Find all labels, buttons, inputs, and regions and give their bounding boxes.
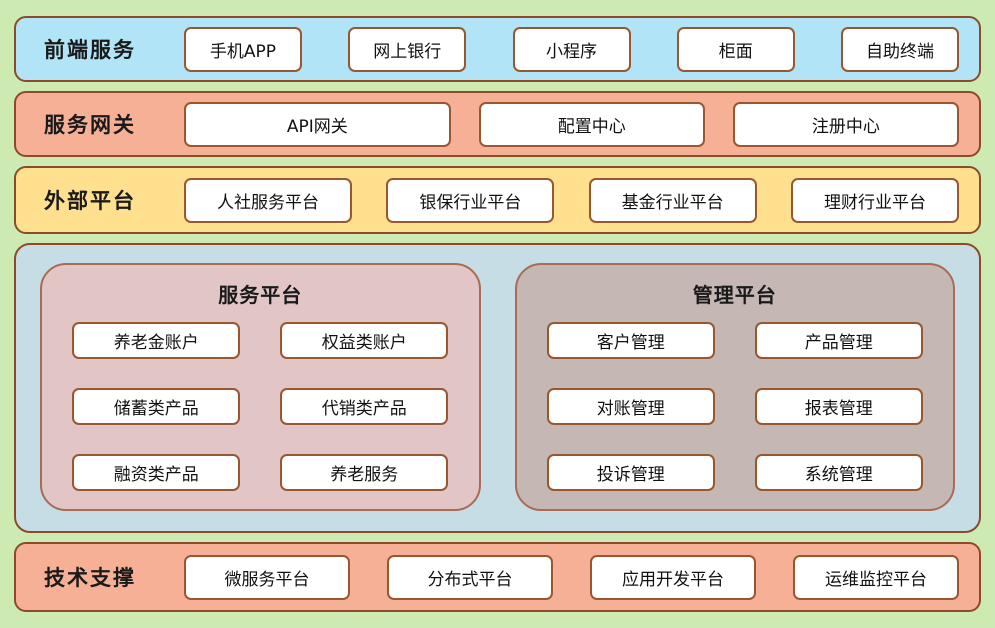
- group-service-platform-items: 养老金账户 权益类账户 储蓄类产品 代销类产品 融资类产品 养老服务: [62, 322, 459, 491]
- node-customer-management: 客户管理: [546, 322, 715, 359]
- layer-frontend-label: 前端服务: [44, 38, 136, 62]
- node-pension-services: 养老服务: [280, 454, 449, 491]
- node-registry-center: 注册中心: [732, 101, 959, 147]
- node-bancassurance-platform: 银保行业平台: [386, 177, 555, 223]
- layer-tech-items: 微服务平台 分布式平台 应用开发平台 运维监控平台: [184, 554, 959, 600]
- layer-external-items: 人社服务平台 银保行业平台 基金行业平台 理财行业平台: [184, 177, 959, 223]
- node-pension-account: 养老金账户: [72, 322, 241, 359]
- layer-frontend-items: 手机APP 网上银行 小程序 柜面 自助终端: [184, 26, 959, 72]
- layer-gateway-label: 服务网关: [44, 113, 136, 137]
- node-mini-program: 小程序: [512, 26, 631, 72]
- node-equity-account: 权益类账户: [280, 322, 449, 359]
- node-online-banking: 网上银行: [348, 26, 467, 72]
- node-product-management: 产品管理: [754, 322, 923, 359]
- node-ops-monitoring-platform: 运维监控平台: [793, 554, 959, 600]
- group-service-platform: 服务平台 养老金账户 权益类账户 储蓄类产品 代销类产品 融资类产品 养老服务: [40, 263, 481, 511]
- node-report-management: 报表管理: [754, 388, 923, 425]
- layer-frontend-services: 前端服务 手机APP 网上银行 小程序 柜面 自助终端: [14, 16, 981, 82]
- layer-service-gateway: 服务网关 API网关 配置中心 注册中心: [14, 91, 981, 157]
- node-consignment-products: 代销类产品: [280, 388, 449, 425]
- layer-core-platforms: 服务平台 养老金账户 权益类账户 储蓄类产品 代销类产品 融资类产品 养老服务 …: [14, 243, 981, 533]
- node-wealth-industry-platform: 理财行业平台: [790, 177, 959, 223]
- node-self-service-terminal: 自助终端: [841, 26, 959, 72]
- node-app-dev-platform: 应用开发平台: [590, 554, 756, 600]
- node-distributed-platform: 分布式平台: [387, 554, 553, 600]
- layer-gateway-items: API网关 配置中心 注册中心: [184, 101, 959, 147]
- node-savings-products: 储蓄类产品: [72, 388, 241, 425]
- group-management-platform-items: 客户管理 产品管理 对账管理 报表管理 投诉管理 系统管理: [537, 322, 934, 491]
- node-microservice-platform: 微服务平台: [184, 554, 350, 600]
- node-counter: 柜面: [676, 26, 795, 72]
- layer-external-label: 外部平台: [44, 189, 136, 213]
- group-service-platform-title: 服务平台: [218, 283, 303, 307]
- node-mobile-app: 手机APP: [184, 26, 302, 72]
- node-config-center: 配置中心: [478, 101, 705, 147]
- node-reconciliation-management: 对账管理: [546, 388, 715, 425]
- layer-tech-support: 技术支撑 微服务平台 分布式平台 应用开发平台 运维监控平台: [14, 542, 981, 612]
- layer-external-platforms: 外部平台 人社服务平台 银保行业平台 基金行业平台 理财行业平台: [14, 166, 981, 234]
- node-api-gateway: API网关: [184, 101, 451, 147]
- node-financing-products: 融资类产品: [72, 454, 241, 491]
- node-system-management: 系统管理: [754, 454, 923, 491]
- group-management-platform: 管理平台 客户管理 产品管理 对账管理 报表管理 投诉管理 系统管理: [514, 263, 955, 511]
- group-management-platform-title: 管理平台: [692, 283, 777, 307]
- node-fund-industry-platform: 基金行业平台: [588, 177, 757, 223]
- layer-tech-label: 技术支撑: [44, 566, 136, 590]
- node-complaint-management: 投诉管理: [546, 454, 715, 491]
- node-social-security-platform: 人社服务平台: [184, 177, 352, 223]
